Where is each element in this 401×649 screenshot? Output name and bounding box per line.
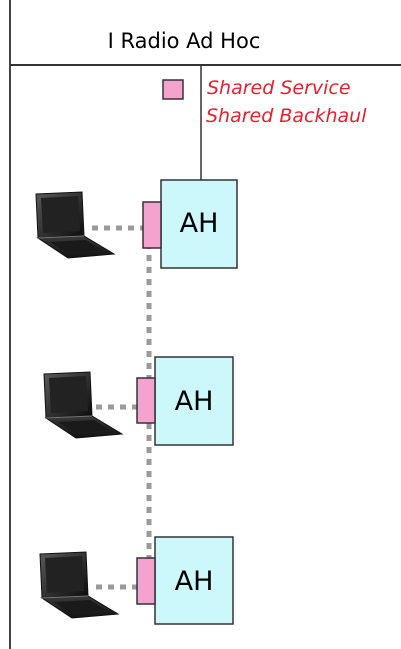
ah-node-box (154, 536, 234, 625)
ah-node-label: AH (175, 566, 214, 597)
port-shared-service (142, 201, 162, 249)
legend-swatch (162, 79, 184, 100)
laptop-icon (39, 551, 120, 619)
legend-shared-service: Shared Service (207, 77, 351, 99)
port-shared-service (136, 557, 156, 605)
port-shared-service (136, 377, 156, 424)
laptop-icon (43, 371, 124, 439)
legend-shared-backhaul: Shared Backhaul (206, 105, 367, 127)
diagram-title: I Radio Ad Hoc (108, 29, 261, 53)
ah-node-label: AH (175, 386, 214, 417)
laptop-icon (35, 191, 116, 259)
ah-node-label: AH (180, 208, 219, 239)
ah-node-box (154, 356, 234, 446)
ah-node-box (160, 179, 238, 269)
